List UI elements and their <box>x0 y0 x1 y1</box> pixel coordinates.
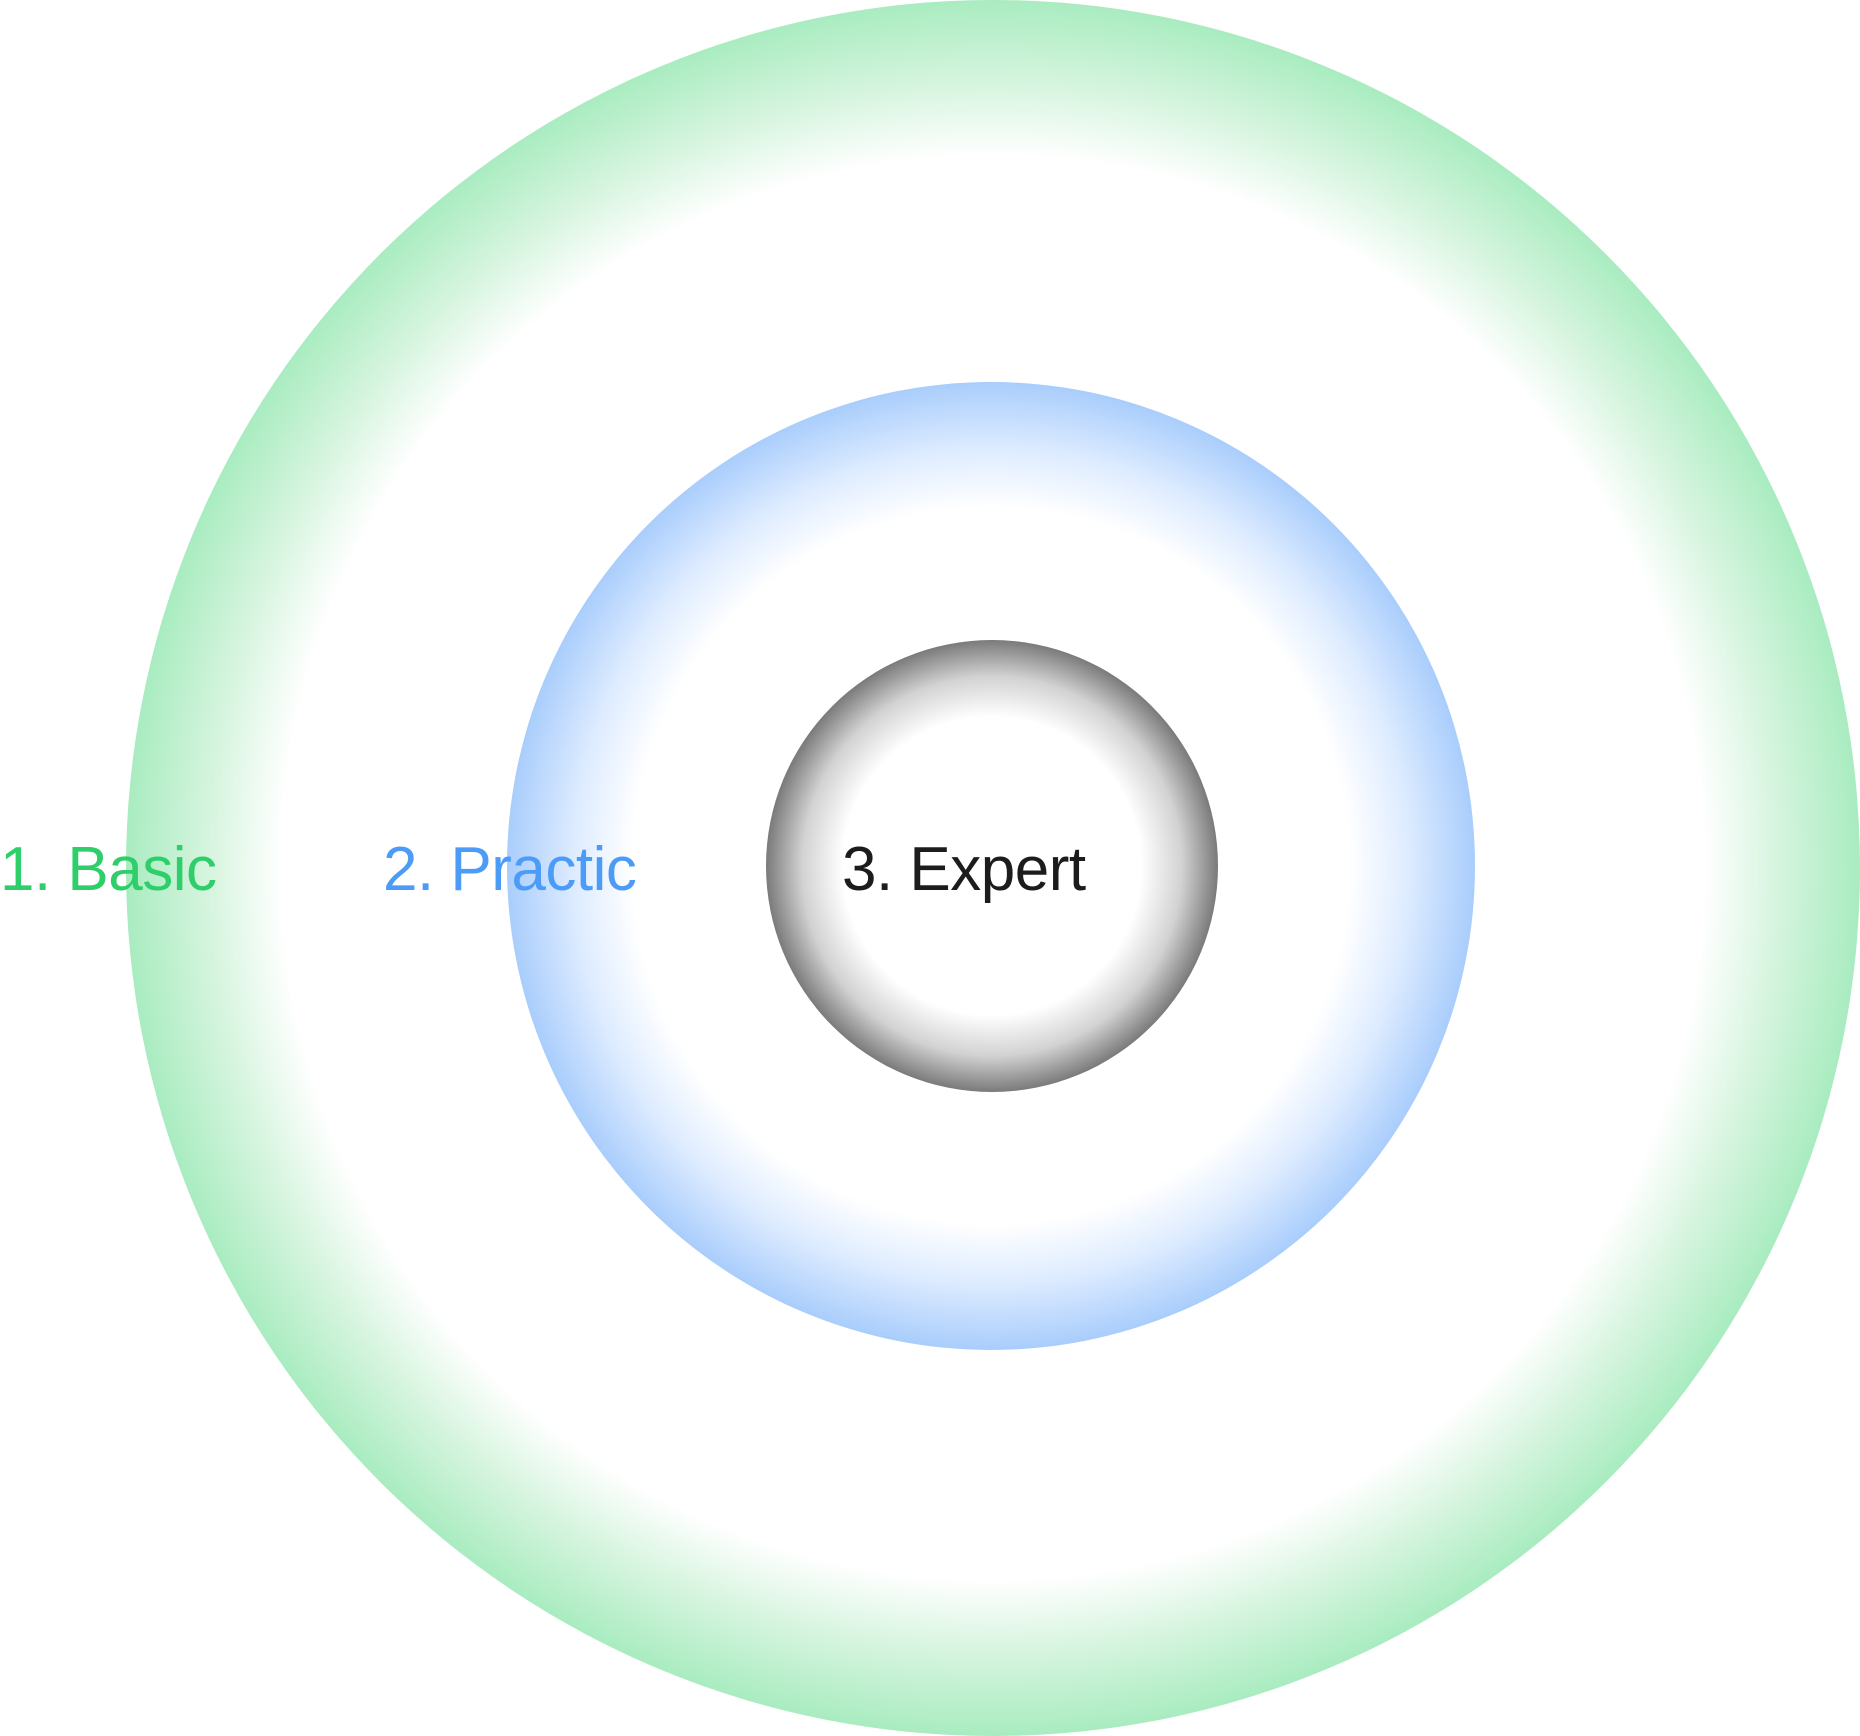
basic-label: 1. Basic <box>0 835 217 904</box>
practic-label: 2. Practic <box>383 835 637 904</box>
expert-ring <box>766 640 1218 1092</box>
expert-label: 3. Expert <box>842 835 1086 904</box>
